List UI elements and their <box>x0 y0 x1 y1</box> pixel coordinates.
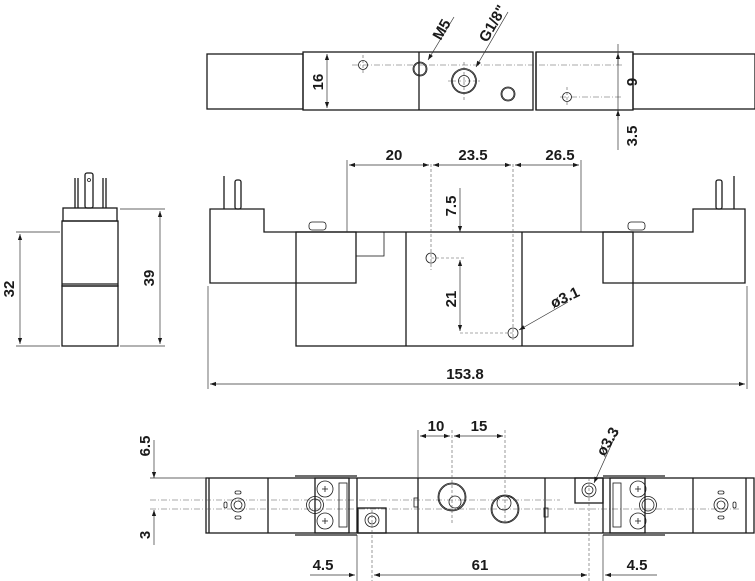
dim-4-5-left: 4.5 <box>313 557 334 574</box>
dim-153-8: 153.8 <box>446 366 484 383</box>
dim-15: 15 <box>471 418 488 435</box>
front-right-coil <box>602 208 746 284</box>
right-screw-cluster <box>609 477 657 534</box>
bottom-outline <box>205 477 755 534</box>
left-screw-cluster <box>306 477 350 534</box>
dim-20: 20 <box>386 147 403 164</box>
bottom-right-port <box>713 497 729 513</box>
dim-7-5: 7.5 <box>443 196 460 217</box>
dim-16: 16 <box>310 74 327 91</box>
dim-39: 39 <box>141 270 158 287</box>
label-m5: M5 <box>430 16 455 43</box>
dim-61: 61 <box>472 557 489 574</box>
side-coil <box>61 220 119 287</box>
top-body <box>302 51 534 111</box>
dim-26-5: 26.5 <box>545 147 574 164</box>
top-left-coil <box>206 53 304 110</box>
label-d3-1: ø3.1 <box>548 284 582 312</box>
dim-6-5: 6.5 <box>137 436 154 457</box>
m5-port <box>413 62 427 76</box>
top-view: 16 9 3.5 M5 G1/8" <box>206 2 755 150</box>
front-body <box>295 231 634 347</box>
dim-3-5: 3.5 <box>624 126 641 147</box>
dim-4-5-right: 4.5 <box>627 557 648 574</box>
label-d3-3: ø3.3 <box>593 425 623 459</box>
bottom-view: 6.5 3 10 15 ø3.3 4.5 61 4.5 <box>137 418 755 581</box>
bottom-left-port <box>230 497 246 513</box>
front-view: 20 23.5 26.5 7.5 21 ø3.1 153.8 <box>207 147 748 389</box>
label-g1-8: G1/8" <box>476 2 511 45</box>
dim-10: 10 <box>428 418 445 435</box>
top-right-coil <box>632 53 755 110</box>
dim-32: 32 <box>1 281 18 298</box>
side-body <box>61 285 119 347</box>
manual-override-left <box>308 221 327 231</box>
front-left-coil <box>209 208 357 284</box>
side-view: 32 39 <box>1 172 165 347</box>
dim-9: 9 <box>624 78 641 86</box>
dim-23-5: 23.5 <box>458 147 487 164</box>
dim-3: 3 <box>137 531 154 539</box>
top-pilot-port <box>501 87 515 101</box>
dim-21: 21 <box>443 291 460 308</box>
manual-override-right <box>627 221 646 231</box>
